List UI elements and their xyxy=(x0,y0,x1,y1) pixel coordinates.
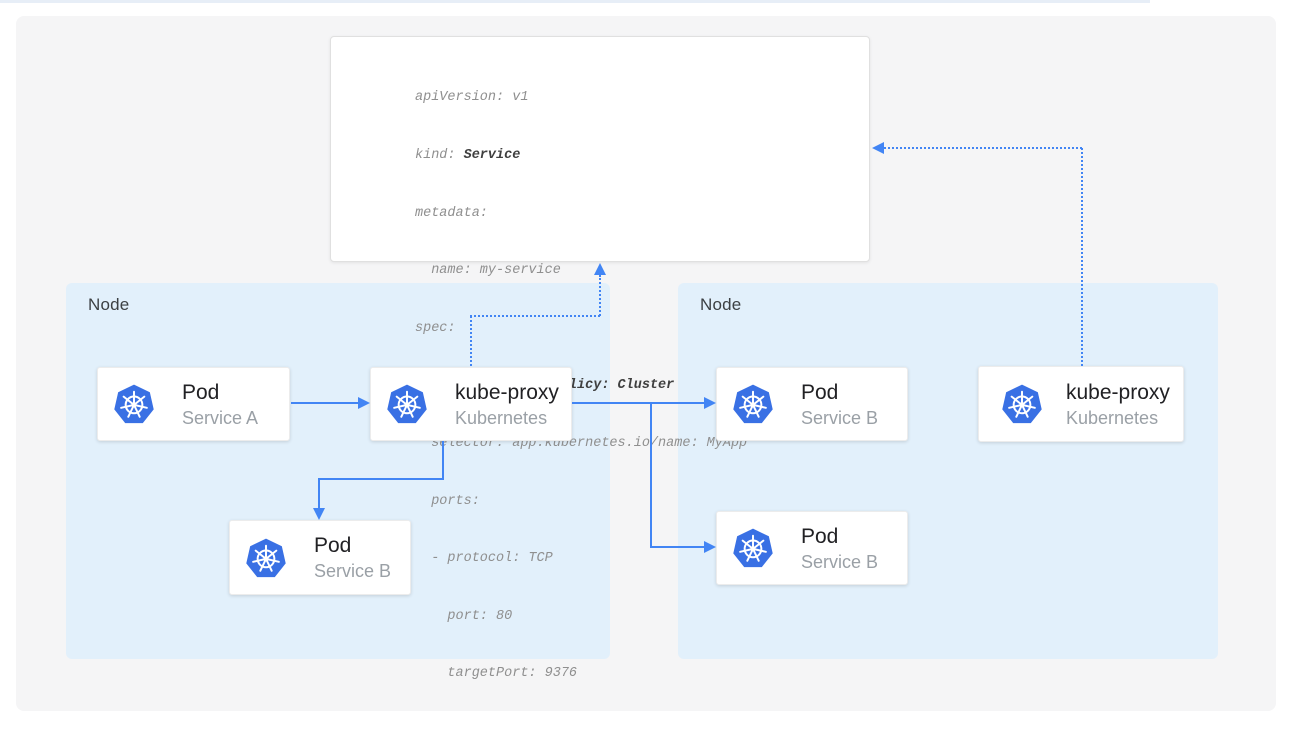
dotted-line-kube-proxy-up xyxy=(470,316,472,366)
service-yaml-manifest: apiVersion: v1 kind: Service metadata: n… xyxy=(330,36,870,681)
arrowhead-right-icon xyxy=(704,541,716,553)
arrow-pod-a-to-kube-proxy xyxy=(291,402,358,404)
dotted-line-right-kube-proxy-up xyxy=(1081,148,1083,366)
card-subtitle: Kubernetes xyxy=(1066,407,1159,428)
yaml-line: port: 80 xyxy=(415,608,513,624)
top-divider xyxy=(0,0,1150,3)
kubernetes-icon xyxy=(245,537,287,578)
node-label: Node xyxy=(88,295,130,314)
dotted-line-to-yaml-right xyxy=(884,147,1082,149)
dotted-line-up-to-yaml xyxy=(599,275,601,316)
card-text: kube-proxy Kubernetes xyxy=(455,379,559,430)
kubernetes-icon xyxy=(386,383,428,425)
arrow-kube-proxy-to-right-node xyxy=(572,402,704,404)
card-text: Pod Service A xyxy=(182,379,258,430)
yaml-line: targetPort: 9376 xyxy=(415,666,578,682)
dotted-line-horizontal xyxy=(470,315,600,317)
card-subtitle: Service B xyxy=(801,407,879,428)
arrowhead-down-icon xyxy=(313,508,325,520)
card-title: Pod xyxy=(801,524,839,548)
card-text: Pod Service B xyxy=(314,532,391,583)
card-title: Pod xyxy=(801,380,839,404)
card-text: Pod Service B xyxy=(801,379,878,430)
card-pod-service-b-right-bottom: Pod Service B xyxy=(716,511,908,585)
arrow-to-pod-b-left xyxy=(318,479,320,509)
card-subtitle: Kubernetes xyxy=(455,407,548,428)
arrowhead-right-icon xyxy=(358,397,370,409)
card-kube-proxy-right: kube-proxy Kubernetes xyxy=(978,366,1184,442)
arrowhead-right-icon xyxy=(704,397,716,409)
arrowhead-up-icon xyxy=(594,263,606,275)
card-text: kube-proxy Kubernetes xyxy=(1066,379,1170,430)
card-subtitle: Service B xyxy=(801,551,879,572)
kubernetes-icon xyxy=(1001,383,1043,425)
yaml-line: metadata: xyxy=(415,205,488,221)
kubernetes-icon xyxy=(113,383,155,425)
arrow-kube-proxy-down-left xyxy=(318,478,444,480)
arrow-branch-to-pod-b-bottom xyxy=(650,546,704,548)
card-subtitle: Service A xyxy=(182,407,259,428)
yaml-line: spec: xyxy=(415,320,456,336)
card-pod-service-a: Pod Service A xyxy=(97,367,290,441)
node-box-left: Node xyxy=(66,283,610,659)
yaml-line: ports: xyxy=(415,493,480,509)
arrow-kube-proxy-down xyxy=(442,441,444,479)
card-pod-service-b-right-top: Pod Service B xyxy=(716,367,908,441)
yaml-line: kind: Service xyxy=(415,148,521,163)
card-pod-service-b-left: Pod Service B xyxy=(229,520,411,595)
kubernetes-icon xyxy=(732,383,774,425)
arrow-branch-down xyxy=(650,402,652,548)
card-title: Pod xyxy=(182,380,220,404)
kubernetes-icon xyxy=(732,527,774,569)
card-kube-proxy-left: kube-proxy Kubernetes xyxy=(370,367,572,441)
card-title: kube-proxy xyxy=(1066,380,1170,404)
yaml-line: apiVersion: v1 xyxy=(415,90,529,106)
arrowhead-left-icon xyxy=(872,142,884,154)
node-box-right: Node xyxy=(678,283,1218,659)
card-title: kube-proxy xyxy=(455,380,559,404)
yaml-line: - protocol: TCP xyxy=(415,551,553,567)
card-text: Pod Service B xyxy=(801,523,878,574)
node-label: Node xyxy=(700,295,742,314)
yaml-line: name: my-service xyxy=(415,263,561,279)
card-title: Pod xyxy=(314,534,352,557)
card-subtitle: Service B xyxy=(314,561,392,581)
